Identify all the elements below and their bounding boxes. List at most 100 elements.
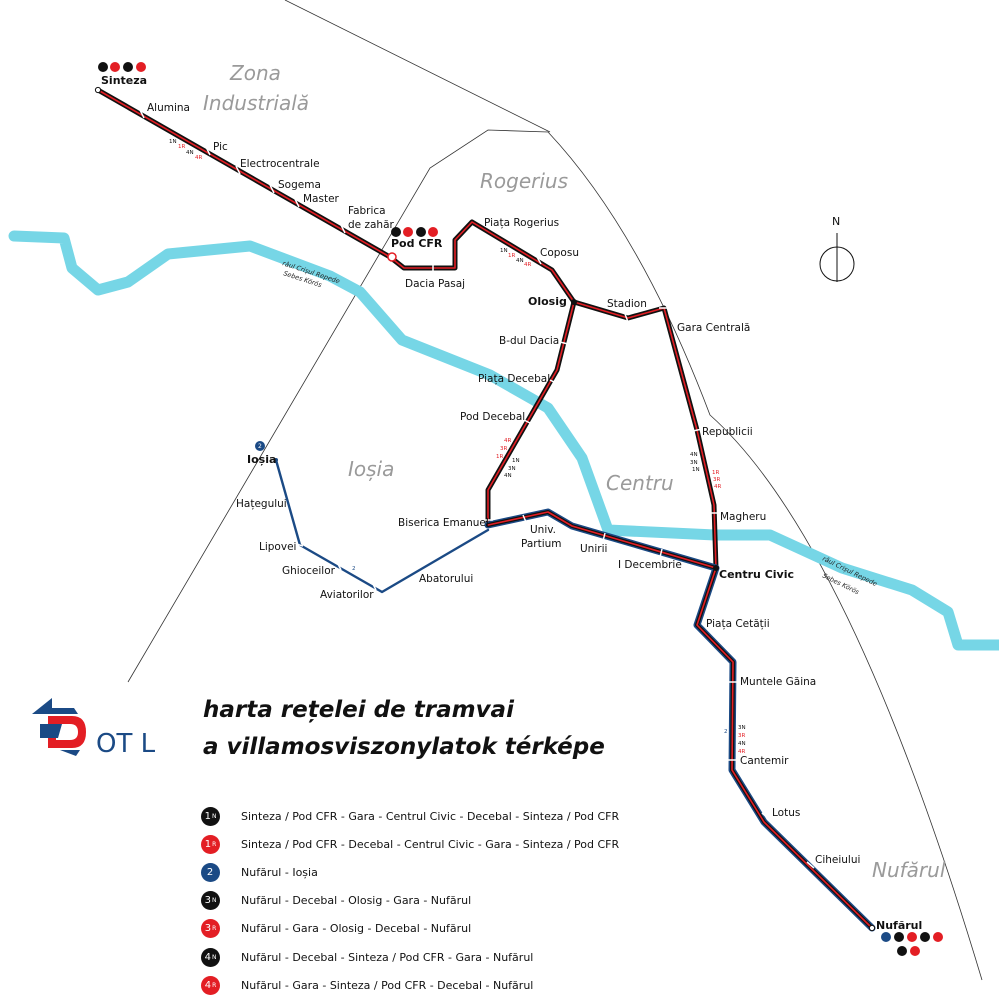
stop-electrocentrale[interactable]: Electrocentrale [240,158,320,170]
stop-bdul-dacia[interactable]: B-dul Dacia [499,335,559,347]
stop-lipovei[interactable]: Lipovei [259,541,296,553]
route-marker-3n: 3N [690,460,698,466]
stop-muntele-gaina[interactable]: Muntele Găina [740,676,816,688]
stop-magheru[interactable]: Magheru [720,511,766,523]
stop-markers [94,86,876,932]
route-marker-4n: 4N [738,741,746,747]
sinteza-badges [98,62,146,72]
route-marker-4n: 4N [186,150,194,156]
legend-text-4n: Nufărul - Decebal - Sinteza / Pod CFR - … [241,950,534,964]
route-marker-1r: 1R [496,454,503,460]
legend-text-4r: Nufărul - Gara - Sinteza / Pod CFR - Dec… [241,978,534,992]
legend-text-2: Nufărul - Ioșia [241,865,318,879]
route-marker-3r: 3R [713,477,720,483]
legend-text-3n: Nufărul - Decebal - Olosig - Gara - Nufă… [241,894,472,908]
route-marker-3r: 3R [738,733,745,739]
stop-iosia[interactable]: Ioșia [247,453,276,466]
river-crisul-repede [8,230,999,651]
legend-text-1r: Sinteza / Pod CFR - Decebal - Centrul Ci… [241,837,620,851]
legend-text-1n: Sinteza / Pod CFR - Gara - Centrul Civic… [241,809,620,823]
stop-alumina[interactable]: Alumina [147,102,190,114]
stop-piata-rogerius[interactable]: Piața Rogerius [484,217,559,229]
stop-piata-decebal[interactable]: Piața Decebal [478,373,550,385]
stop-partium[interactable]: Partium [521,538,562,550]
iosia-badge-2: 2 [258,443,262,450]
stop-ghioceilor[interactable]: Ghioceilor [282,565,336,577]
legend-badge-2: 2 [201,862,220,882]
stop-labels: Sinteza Alumina Pic Electrocentrale Soge… [101,74,922,932]
route-marker-1r: 1R [178,144,185,150]
stop-ticks [139,109,815,869]
route-marker-1r: 1R [508,253,515,259]
stop-aviatorilor[interactable]: Aviatorilor [320,589,374,601]
stop-olosig[interactable]: Olosig [528,295,567,308]
stop-unirii[interactable]: Unirii [580,543,607,555]
compass-north-label: N [832,215,840,228]
nufarul-badges [881,932,943,956]
district-iosia: Ioșia [348,457,394,481]
stop-pod-decebal[interactable]: Pod Decebal [460,411,525,423]
stop-fabrica-line1[interactable]: Fabrica [348,205,386,217]
stop-nufarul[interactable]: Nufărul [876,919,922,932]
district-centru: Centru [606,471,674,495]
route-marker-4r: 4R [524,262,531,268]
stop-biserica-emanuel[interactable]: Biserica Emanuel [398,517,489,529]
route-marker-4n: 4N [504,473,512,479]
stop-pic[interactable]: Pic [213,141,228,153]
stop-fabrica-line2[interactable]: de zahăr [348,219,394,231]
stop-gara-centrala[interactable]: Gara Centrală [677,322,750,334]
route-marker-1n: 1N [512,458,520,464]
tram-lines-black-red [95,87,719,571]
stop-abatorului[interactable]: Abatorului [419,573,473,585]
district-rogerius: Rogerius [480,169,568,193]
route-marker-3n: 3N [508,466,516,472]
stop-hategului[interactable]: Hațegului [236,498,287,510]
route-marker-1n: 1N [169,139,177,145]
stop-dacia-pasaj[interactable]: Dacia Pasaj [405,278,465,290]
district-industriala: Industrială [203,91,309,115]
stop-coposu[interactable]: Coposu [540,247,579,259]
stop-cantemir[interactable]: Cantemir [740,755,789,767]
stop-piata-cetatii[interactable]: Piața Cetății [706,618,770,630]
route-marker-4n: 4N [516,258,524,264]
route-marker-2: 2 [724,729,728,735]
stop-republicii[interactable]: Republicii [702,426,753,438]
stop-i-decembrie[interactable]: I Decembrie [618,559,682,571]
route-marker-4r: 4R [714,484,721,490]
stop-centru-civic[interactable]: Centru Civic [719,568,794,581]
stop-ciheiului[interactable]: Ciheiului [815,854,860,866]
otl-logo-icon: OT L [32,698,156,759]
iosia-badge: 2 [255,441,265,451]
route-marker-1r: 1R [712,470,719,476]
stop-stadion[interactable]: Stadion [607,298,647,310]
route-badges: 2 [98,62,943,956]
route-marker-4r: 4R [504,438,511,444]
legend-row-2: 2 Nufărul - Ioșia [201,858,619,886]
otl-logo: OT L [30,694,190,764]
legend-text-3r: Nufărul - Gara - Olosig - Decebal - Nufă… [241,922,472,936]
district-nufarul: Nufărul [872,858,946,882]
route-marker-2: 2 [352,566,356,572]
stop-lotus[interactable]: Lotus [772,807,800,819]
route-marker-1n: 1N [500,248,508,254]
route-markers: 1N 1R 4N 4R 1N 1R 4N 4R 4R 3R 1R 1N 3N 4… [169,139,746,755]
stop-pod-cfr[interactable]: Pod CFR [391,237,443,250]
stop-sogema[interactable]: Sogema [278,179,321,191]
otl-logo-text: OT L [96,729,156,759]
stop-master[interactable]: Master [303,193,340,205]
stop-sinteza[interactable]: Sinteza [101,74,147,87]
map-title-line2: a villamosviszonylatok térképe [203,734,605,760]
pod-cfr-badges [391,227,438,237]
stop-univ[interactable]: Univ. [530,524,556,536]
